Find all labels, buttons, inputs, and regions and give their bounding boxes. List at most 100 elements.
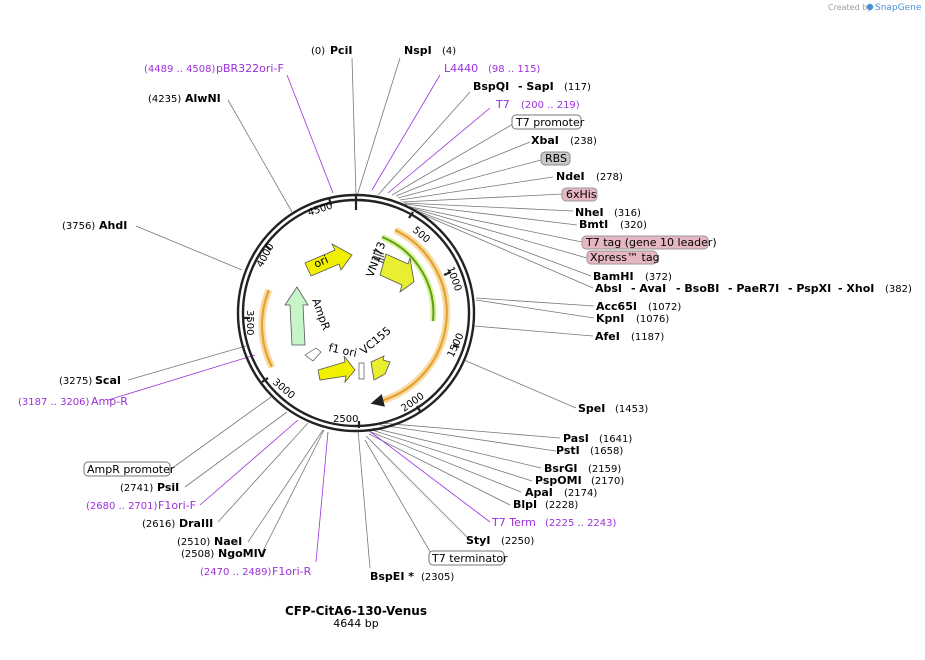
t7-primer-name: T7 [495,98,510,111]
nhei-pos: (316) [614,208,641,219]
tick-2500: 2500 [333,414,358,425]
xpress-tag-box [586,250,658,265]
ampr-promoter-feature [304,347,322,362]
rbs-box [540,151,571,166]
nhei-name: NheI [575,206,604,219]
pasi-name: PasI [563,432,589,445]
kpni-name: KpnI [596,312,624,325]
bspqi-pos: (117) [564,82,591,93]
psii-name: PsiI [157,481,179,494]
site-labels: (0) PciI NspI (4) (4489 .. 4508) pBR322o… [18,44,912,583]
backbone [236,193,476,433]
draiii-name: DraIII [179,517,213,530]
pspomi-name: PspOMI [535,474,582,487]
t7-tag-box [581,235,709,250]
psti-name: PstI [556,444,580,457]
plasmid-length: 4644 bp [333,617,378,630]
scai-pos: (3275) [59,376,92,387]
rbs-name: RBS [545,152,567,165]
psti-pos: (1658) [590,446,623,457]
t7-tag-name: T7 tag (gene 10 leader) [585,236,717,249]
bamhi-name: BamHI [593,270,634,283]
absi-pos: (382) [885,284,912,295]
f1ori-f-name: F1ori-F [158,499,196,512]
acc65i-pos: (1072) [648,302,681,313]
nspi-pos: (4) [442,46,456,57]
f1ori-f-pos: (2680 .. 2701) [86,501,158,512]
ori-feature [304,243,353,277]
afei-pos: (1187) [631,332,664,343]
xpress-tag-name: Xpress™ tag [590,251,660,264]
afei-name: AfeI [595,330,620,343]
alwni-pos: (4235) [148,94,181,105]
amp-r-name: Amp-R [91,395,128,408]
avai-name: - AvaI [631,282,666,295]
6xhis-name: 6xHis [566,188,597,201]
styi-name: StyI [466,534,490,547]
t7-term-name: T7 Term [491,516,536,529]
vn173-feature [379,253,415,293]
pbr322ori-f-pos: (4489 .. 4508) [144,64,216,75]
f1-ori-feature [317,355,356,384]
bsrgi-name: BsrGI [544,462,577,475]
bspqi-name: BspQI [473,80,509,93]
absi-name: AbsI [595,282,622,295]
ampr-label: AmpR [309,297,333,333]
apai-pos: (2174) [564,488,597,499]
sapi-name: - SapI [518,80,554,93]
ngomiv-pos: (2508) [181,549,214,560]
nspi-name: NspI [404,44,432,57]
bsobi-name: - BsoBI [676,282,719,295]
pcii-name: PciI [330,44,352,57]
alwni-name: AlwNI [185,92,221,105]
6xhis-box [561,187,598,202]
bsrgi-pos: (2159) [588,464,621,475]
snapgene-logo-icon [866,3,874,11]
kpni-pos: (1076) [636,314,669,325]
pspomi-pos: (2170) [591,476,624,487]
xhoi-name: - XhoI [838,282,874,295]
blpi-pos: (2228) [545,500,578,511]
t7-primer-pos: (200 .. 219) [521,100,580,111]
ngomiv-name: NgoMIV [218,547,267,560]
bmti-pos: (320) [620,220,647,231]
bspei-name: BspEI * [370,570,414,583]
f1-ori-label: f1 ori [327,341,358,360]
ori-label: ori [312,253,330,271]
leader-lines [107,57,595,569]
psii-pos: (2741) [120,483,153,494]
feature-arcs [258,226,451,407]
ahdi-pos: (3756) [62,221,95,232]
ampr-feature [284,286,309,346]
ampr-promoter-box [83,461,171,477]
small-features-cluster [372,249,385,264]
xbai-name: XbaI [531,134,559,147]
naei-pos: (2510) [177,537,210,548]
draiii-pos: (2616) [142,519,175,530]
bmti-name: BmtI [579,218,608,231]
amp-r-pos: (3187 .. 3206) [18,397,90,408]
acc65i-name: Acc65I [596,300,637,313]
xbai-pos: (238) [570,136,597,147]
vc155-label: VC155 [358,324,394,357]
t7-terminator-name: T7 terminator [431,552,508,565]
apai-name: ApaI [525,486,553,499]
scai-name: ScaI [95,374,121,387]
t7-terminator-box [428,550,505,566]
spei-pos: (1453) [615,404,648,415]
t7-term-pos: (2225 .. 2243) [545,518,617,529]
vc155-feature [370,355,391,381]
t7-promoter-box [511,114,582,130]
tick-3500: 3500 [244,310,255,335]
t7-terminator-feature [358,362,365,380]
f1ori-r-pos: (2470 .. 2489) [200,567,272,578]
blpi-name: BlpI [513,498,537,511]
paer7i-name: - PaeR7I [728,282,779,295]
pasi-pos: (1641) [599,434,632,445]
bspei-pos: (2305) [421,572,454,583]
pbr322ori-f-name: pBR322ori-F [216,62,284,75]
credit-prefix: Created by [828,3,872,12]
spei-name: SpeI [578,402,605,415]
l4440-pos: (98 .. 115) [488,64,540,75]
